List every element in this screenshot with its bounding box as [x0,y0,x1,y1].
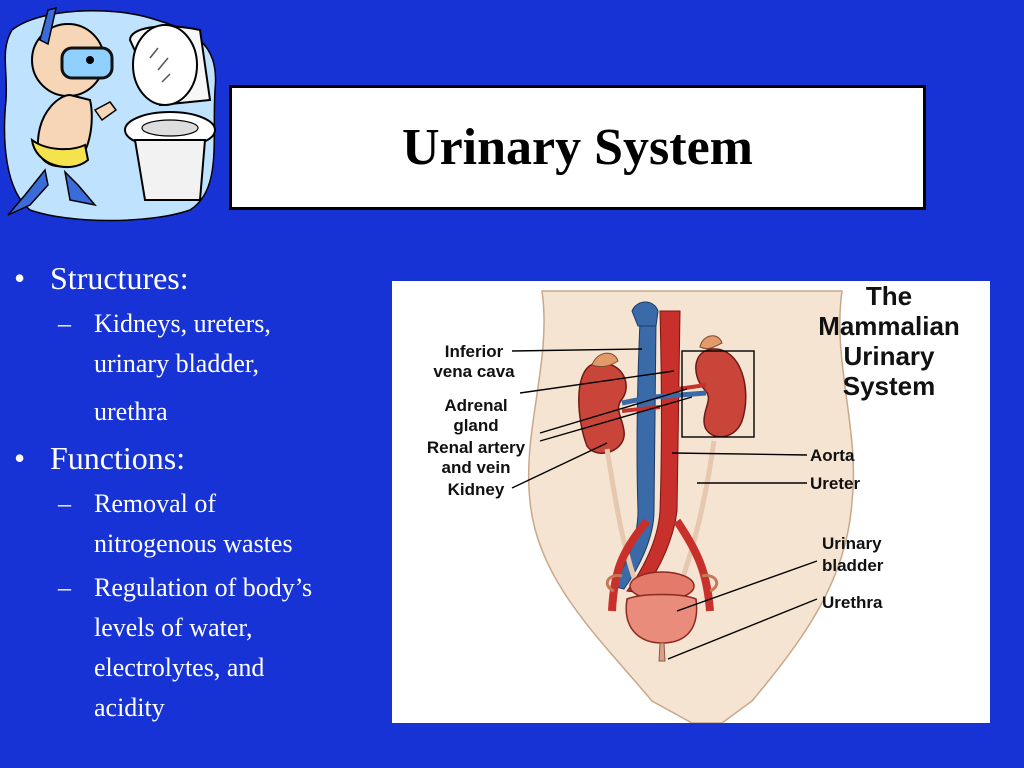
label-renal: Renal artery [427,438,526,457]
sub-bullet-structures-list: – Kidneys, ureters, urinary bladder, ure… [50,304,389,432]
label-bladder: bladder [822,556,884,575]
torso-silhouette [527,290,855,723]
label-bladder: Urinary [822,534,882,553]
label-ureter: Ureter [810,474,860,493]
left-ureter [604,448,640,587]
sub-bullet-line: Kidneys, ureters, [94,309,271,338]
bullet-structures: • Structures: – Kidneys, ureters, urinar… [14,258,389,432]
urethra [658,642,666,662]
bullet-text: Functions: [50,440,186,476]
sub-bullet-line: Regulation of body’s [94,573,313,602]
urinary-bladder [625,593,698,644]
label-aorta: Aorta [810,446,855,465]
figure-title-line: System [843,371,936,401]
sub-bullet-line: Removal of [94,489,217,518]
bullet-text: Structures: [50,260,189,296]
title-box: Urinary System [229,85,926,210]
left-adrenal [591,352,619,368]
sub-bullet-line: nitrogenous wastes [94,529,293,558]
label-adrenal: gland [453,416,498,435]
label-kidney: Kidney [448,480,505,499]
right-adrenal [699,335,723,350]
bullet-list: • Structures: – Kidneys, ureters, urinar… [14,258,389,734]
sub-list: – Kidneys, ureters, urinary bladder, ure… [50,304,389,432]
slide-title: Urinary System [402,119,753,176]
bullet-functions: • Functions: – Removal of nitrogenous wa… [14,438,389,728]
sub-bullet-line: electrolytes, and [94,653,265,682]
figure-title-line: The [866,281,912,311]
sub-bullet-removal: – Removal of nitrogenous wastes [50,484,389,564]
label-ivc: vena cava [433,362,515,381]
label-urethra: Urethra [822,593,883,612]
sub-bullet-line: levels of water, [94,613,253,642]
bullet-dot: • [14,260,26,296]
sub-bullet-dash: – [58,489,71,518]
aorta-vessel [626,310,681,594]
sub-bullet-regulation: – Regulation of body’s levels of water, … [50,568,389,728]
sub-bullet-line: urethra [94,397,168,426]
anatomy-diagram: The Mammalian Urinary System Inferior ve… [427,281,960,723]
sub-bullet-dash: – [58,309,71,338]
sub-bullet-dash: – [58,573,71,602]
label-adrenal: Adrenal [444,396,507,415]
urinary-system-figure: The Mammalian Urinary System Inferior ve… [392,281,990,723]
right-kidney [695,348,747,438]
figure-title-line: Mammalian [818,311,960,341]
figure-title-line: Urinary [843,341,935,371]
sub-bullet-line: acidity [94,693,165,722]
right-ureter [677,440,717,587]
label-renal: and vein [442,458,511,477]
sub-list: – Removal of nitrogenous wastes – Regula… [50,484,389,728]
sub-bullet-line: urinary bladder, [94,349,260,378]
label-ivc: Inferior [445,342,504,361]
left-kidney [578,362,627,454]
leader-lines [511,348,818,660]
bullet-dot: • [14,440,26,476]
vena-cava-top [631,301,659,327]
snorkeler-toilet-clipart [3,6,217,222]
